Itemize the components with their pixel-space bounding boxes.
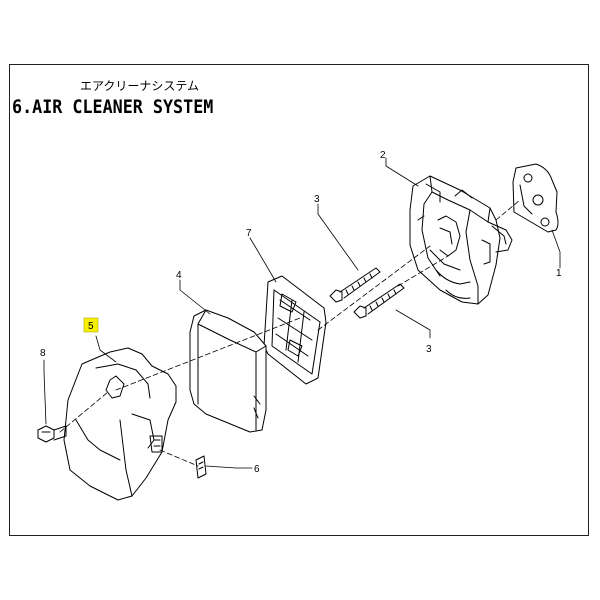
callout-label-4: 4 <box>176 270 182 281</box>
bolt-part-3-lower <box>353 283 405 319</box>
leader-lines <box>43 157 561 469</box>
gasket-part-1 <box>512 163 559 233</box>
callout-label-1: 1 <box>556 268 562 279</box>
callout-label-8: 8 <box>40 348 46 359</box>
callout-label-3-lower: 3 <box>426 344 432 355</box>
cover-bolt-part-8 <box>37 425 67 443</box>
case-part-2 <box>409 175 513 305</box>
callout-label-7: 7 <box>246 228 252 239</box>
clip-part-6 <box>195 455 207 479</box>
callout-label-5: 5 <box>88 321 94 332</box>
title-japanese: エアクリーナシステム <box>80 79 200 93</box>
filter-part-4 <box>189 309 267 433</box>
callout-label-6: 6 <box>254 464 260 475</box>
holder-part-7 <box>263 275 327 385</box>
bolt-part-3-upper <box>329 267 381 303</box>
callout-label-2: 2 <box>380 150 386 161</box>
assembly-lines <box>59 199 521 467</box>
page-title: 6.AIR CLEANER SYSTEM <box>12 96 214 118</box>
callout-label-3-upper: 3 <box>314 194 320 205</box>
diagram-frame <box>9 64 589 536</box>
cover-part-5 <box>63 347 177 501</box>
callout-highlight-5 <box>83 317 99 333</box>
